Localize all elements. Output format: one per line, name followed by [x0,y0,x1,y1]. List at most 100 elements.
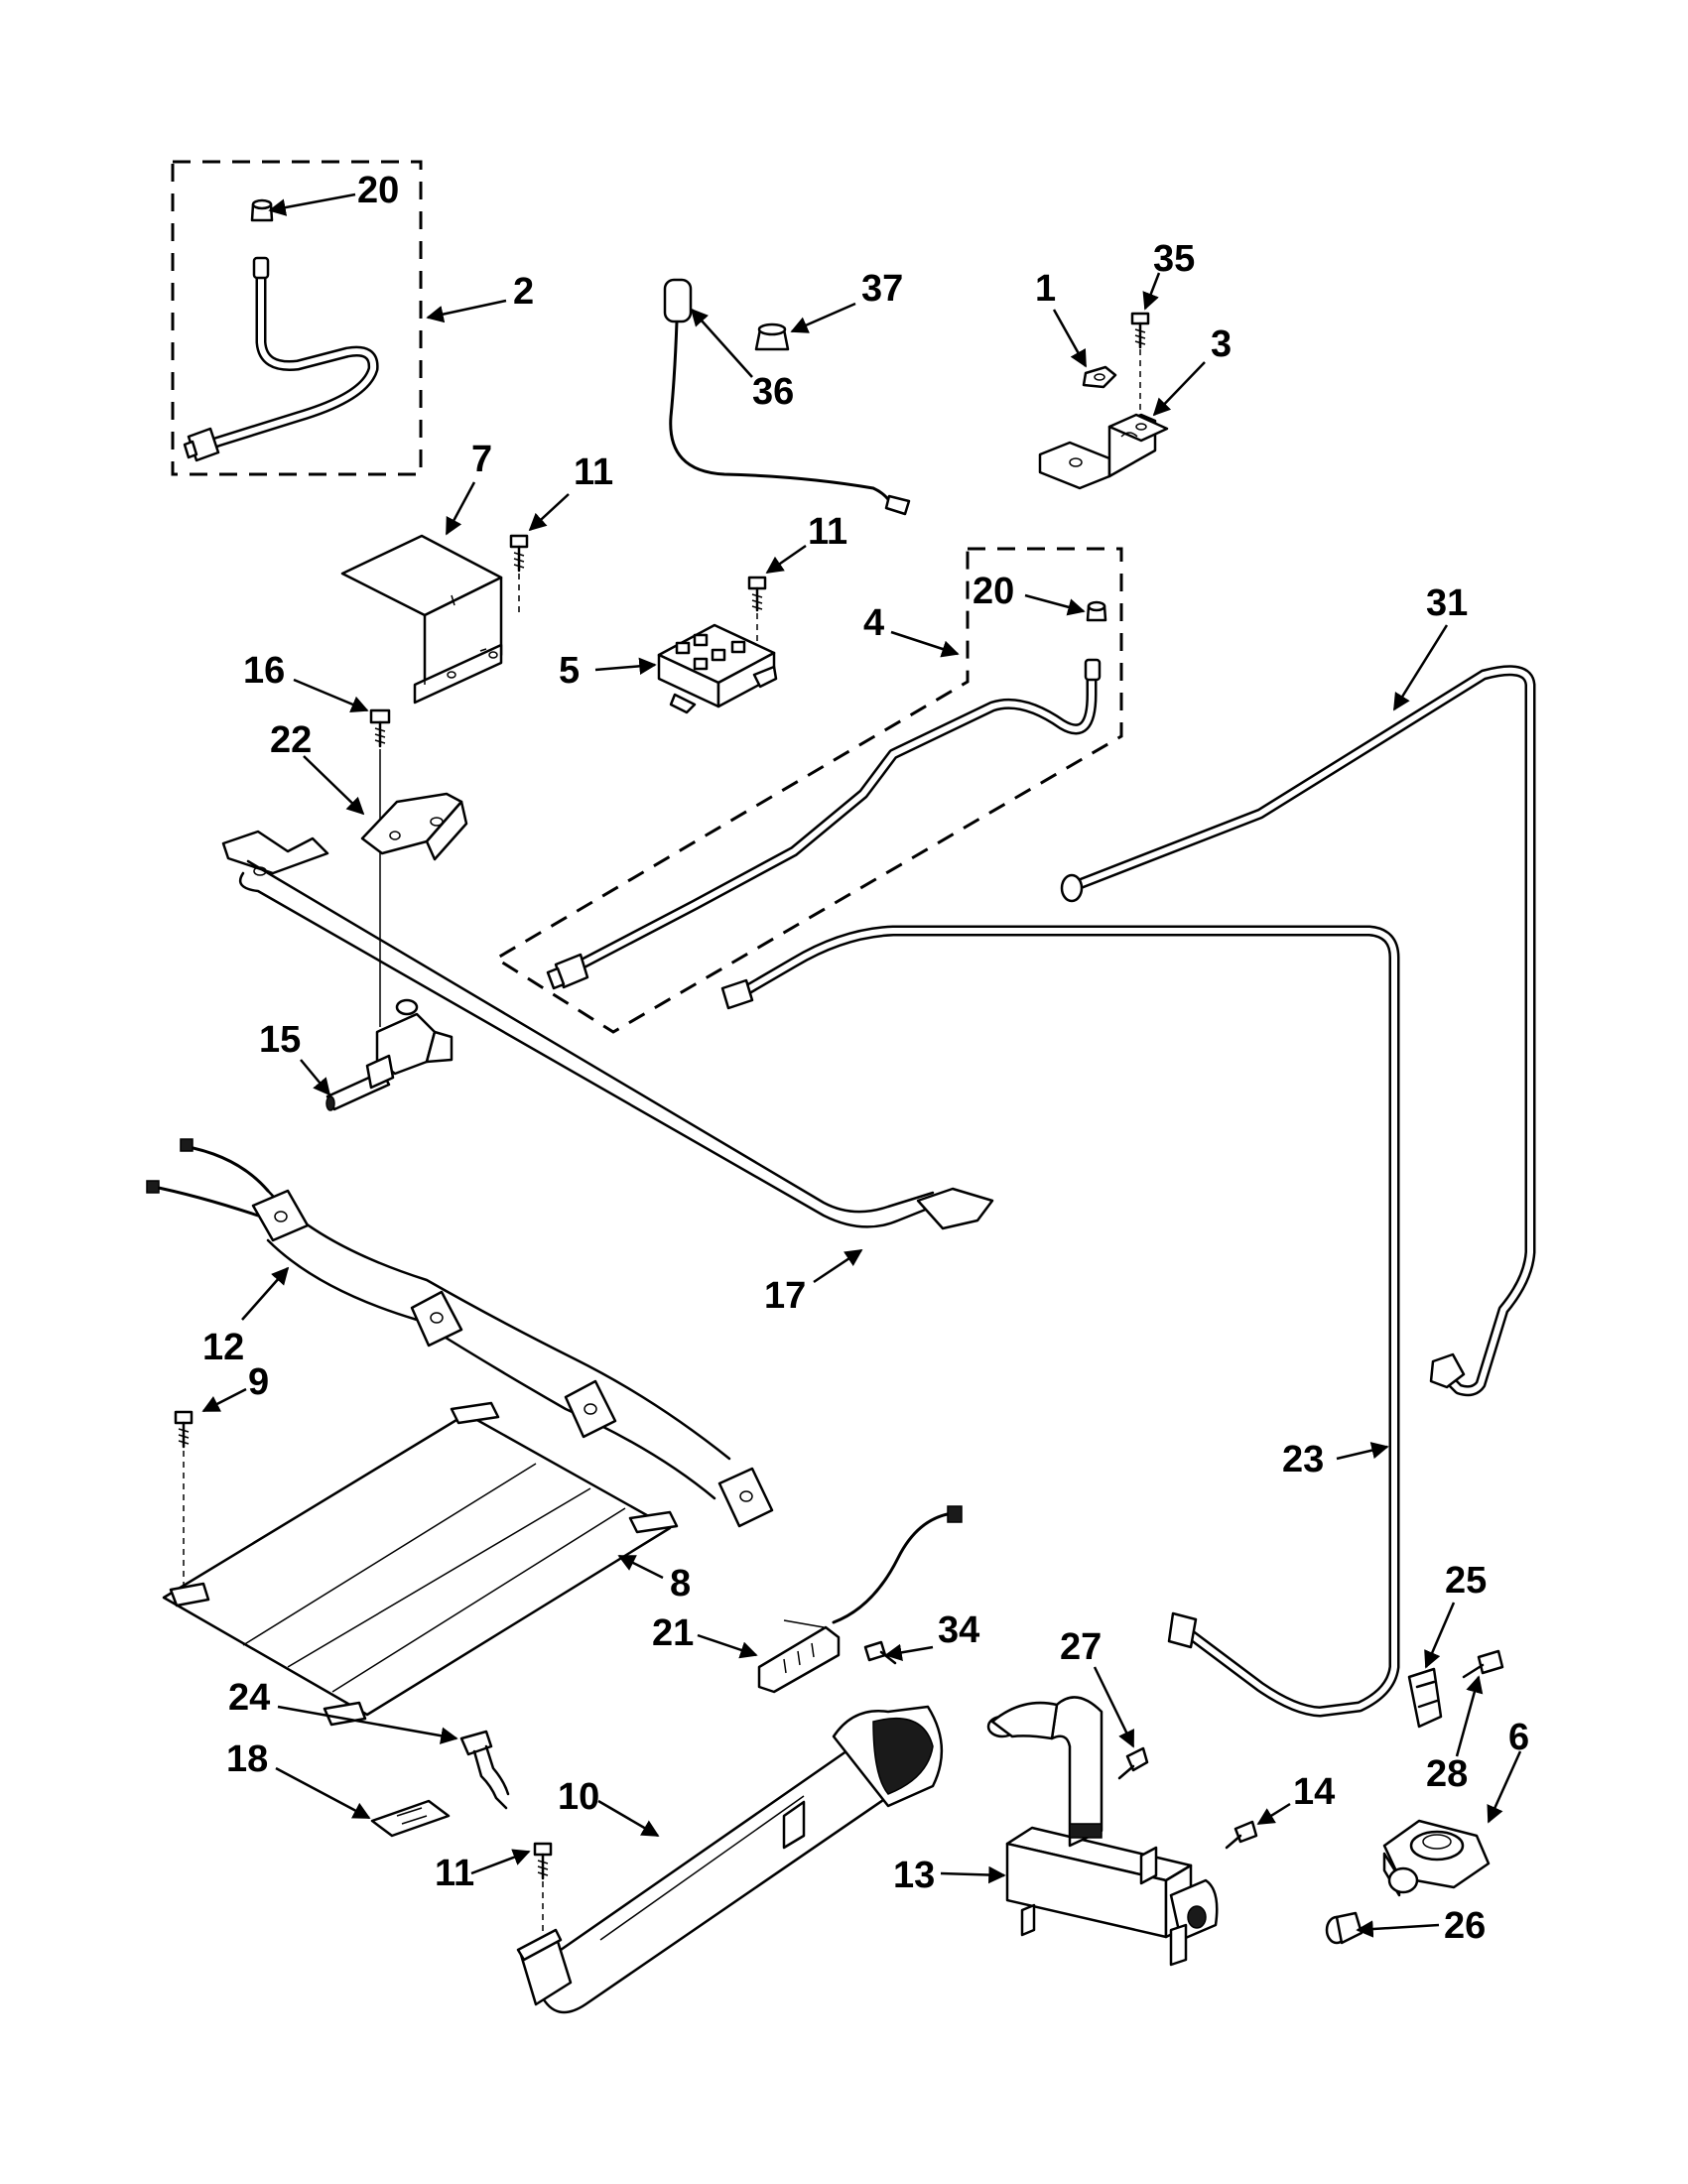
part-22-bracket [360,792,468,861]
callout-15: 15 [259,1019,301,1061]
part-20-orifice-cap-a [250,198,274,222]
leader-12 [241,1266,290,1321]
part-11-screw-a [509,534,529,615]
callout-27: 27 [1060,1626,1102,1668]
leader-22 [303,755,365,816]
leader-34 [884,1643,934,1661]
leader-13 [940,1865,1006,1884]
leader-6 [1487,1750,1522,1824]
leader-24 [277,1705,458,1744]
part-18-clip [370,1799,451,1838]
callout-28: 28 [1426,1753,1468,1795]
callout-1: 1 [1035,268,1056,310]
callouts: 20 2 37 36 1 35 3 7 11 11 5 4 20 [201,170,1529,1947]
callout-2: 2 [513,271,534,313]
part-35-screw [1130,312,1150,417]
leader-26 [1356,1920,1440,1938]
part-4-tube-assembly [493,547,1123,1034]
part-34-screw [863,1640,897,1665]
callout-25: 25 [1445,1560,1487,1602]
leader-37 [790,302,856,333]
part-11-screw-c [533,1842,553,1935]
callout-22: 22 [270,719,312,761]
callout-7: 7 [471,439,492,480]
leader-18 [275,1766,371,1820]
leader-15 [300,1059,331,1096]
callout-35: 35 [1153,238,1195,280]
callout-17: 17 [764,1275,806,1317]
part-16-screw [369,708,391,1027]
leader-20b [1024,593,1086,616]
callout-8: 8 [670,1563,691,1605]
part-8-baffle [162,1401,679,1727]
callout-11c: 11 [435,1853,474,1894]
leader-3 [1152,361,1206,417]
leader-35 [1142,272,1161,311]
callout-23: 23 [1282,1439,1324,1480]
callout-12: 12 [202,1327,244,1368]
part-9-screw [174,1410,194,1588]
leader-5 [594,657,657,676]
leader-10 [597,1799,660,1838]
part-14-screw [1225,1820,1258,1850]
callout-18: 18 [226,1738,268,1780]
callout-9: 9 [248,1361,269,1403]
callout-26: 26 [1444,1905,1486,1947]
callout-37: 37 [861,268,903,310]
part-2-tube-assembly [171,160,423,476]
callout-10: 10 [558,1776,599,1818]
part-25-clamp [1407,1667,1443,1729]
part-13-burner-base [986,1696,1219,1967]
leader-16 [293,678,369,712]
leader-14 [1256,1802,1291,1826]
part-10-burner [516,1705,944,2014]
part-7-cover [340,534,503,705]
part-31-gas-tube [1060,665,1536,1397]
callout-20b: 20 [973,571,1014,612]
part-23-gas-tube [720,925,1400,1718]
leader-23 [1336,1442,1389,1461]
callout-11b: 11 [808,511,847,553]
part-27-screw [1117,1746,1149,1780]
callout-20a: 20 [357,170,399,211]
callout-24: 24 [228,1677,270,1719]
part-37-grommet [754,322,790,351]
part-15-gas-valve [325,998,454,1111]
leader-25 [1424,1602,1456,1669]
leader-27 [1093,1666,1135,1748]
part-1-nut [1082,365,1117,389]
callout-31: 31 [1426,582,1468,624]
leader-8 [617,1554,664,1580]
leader-17 [813,1248,863,1284]
leader-36 [690,308,753,378]
leader-9 [201,1387,247,1413]
part-3-bracket [1038,413,1169,490]
callout-21: 21 [652,1612,694,1654]
leader-20a [268,193,356,216]
callout-34: 34 [938,1609,979,1651]
callout-4: 4 [863,602,884,644]
part-17-manifold [221,830,994,1230]
leader-2 [426,299,507,323]
leader-11b [765,544,807,575]
part-11-screw-b [747,576,767,645]
part-5-terminal-block [657,623,778,714]
part-36-spark-electrode [663,278,911,516]
leader-28 [1455,1675,1484,1757]
callout-36: 36 [752,371,794,413]
leader-11c [470,1849,531,1875]
leader-1 [1052,309,1088,368]
leader-4 [890,630,960,658]
part-26-fitting [1325,1911,1363,1945]
callout-3: 3 [1211,323,1232,365]
callout-11a: 11 [574,451,613,493]
leader-31 [1392,624,1449,711]
part-20-orifice-cap-b [1086,600,1107,622]
part-21-igniter [757,1505,963,1694]
part-6-regulator [1382,1819,1491,1897]
part-2-kit-box [171,160,423,476]
callout-13: 13 [893,1855,935,1896]
part-28-fitting [1462,1649,1504,1679]
part-12-wire-harness [146,1138,774,1528]
